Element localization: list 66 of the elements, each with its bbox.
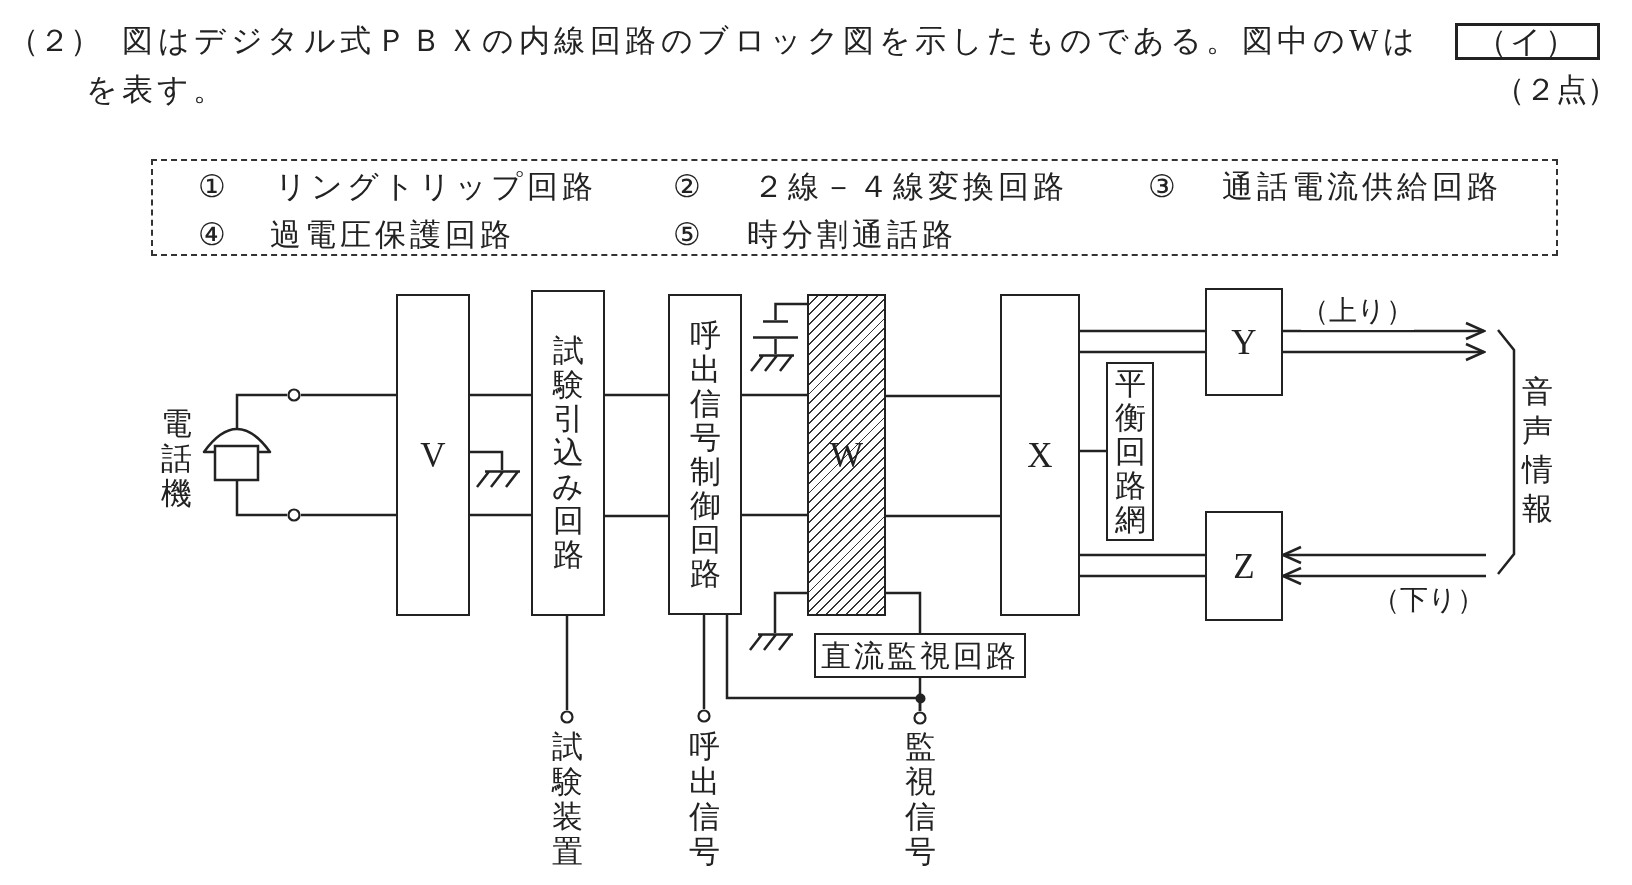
terminal-icon — [913, 711, 927, 725]
connector-line — [565, 616, 569, 710]
connector-line — [886, 394, 1000, 398]
answer-box: （イ） — [1455, 23, 1600, 60]
connector-line — [1080, 574, 1205, 578]
block-box: 試験引込み回路 — [531, 290, 605, 616]
option-text: リングトリップ回路 — [275, 168, 597, 206]
connector-line — [470, 393, 531, 397]
connector-line — [886, 591, 922, 633]
ground-icon — [475, 470, 522, 488]
connector-line — [235, 481, 287, 517]
option-number: ② — [673, 168, 705, 206]
option-panel — [151, 159, 1558, 256]
connector-line — [742, 393, 807, 397]
connector-line — [301, 513, 396, 517]
connector-line — [1080, 553, 1205, 557]
connector-line — [774, 339, 777, 354]
block-box: 呼出信号制御回路 — [668, 294, 742, 615]
bracket-label: 音声情報 — [1520, 373, 1554, 528]
connector-line — [918, 678, 922, 711]
connector-line — [605, 514, 668, 518]
connector-line — [702, 615, 706, 709]
terminal-icon — [560, 710, 574, 724]
option-number: ④ — [198, 216, 230, 254]
question-text: 図はデジタル式ＰＢＸの内線回路のブロック図を示したものである。図中のWは — [122, 22, 1420, 60]
block-box: V — [396, 294, 470, 616]
connector-line — [886, 514, 1000, 518]
block-box: Z — [1205, 511, 1283, 621]
connector-line — [470, 513, 531, 517]
terminal-icon — [697, 709, 711, 723]
block-box: 直流監視回路 — [814, 633, 1026, 678]
option-text: ２線－４線変換回路 — [753, 168, 1068, 206]
question-number: （２） — [8, 22, 101, 60]
option-text: 時分割通話路 — [747, 216, 957, 254]
connector-line — [1080, 329, 1205, 333]
connector-line — [605, 393, 668, 397]
question-text: を表す。 — [86, 71, 228, 109]
block-box: X — [1000, 294, 1080, 616]
terminal-label: 監視信号 — [903, 729, 937, 869]
capacitor-icon — [752, 320, 799, 339]
connector-line — [742, 513, 807, 517]
arrow — [1283, 321, 1486, 341]
block-box: Y — [1205, 288, 1283, 396]
ground-icon — [748, 633, 795, 651]
option-text: 過電圧保護回路 — [270, 216, 515, 254]
option-number: ③ — [1148, 168, 1180, 206]
ground-icon — [748, 354, 796, 372]
connector-line — [1080, 350, 1205, 354]
terminal-label: 呼出信号 — [687, 729, 721, 869]
option-number: ① — [198, 168, 230, 206]
option-text: 通話電流供給回路 — [1222, 168, 1502, 206]
connector-line — [1080, 449, 1106, 453]
option-number: ⑤ — [673, 216, 705, 254]
connector-line — [774, 302, 807, 320]
connector-line — [470, 450, 504, 470]
connector-line — [235, 393, 287, 428]
block-box: 平衡回路網 — [1106, 362, 1154, 541]
terminal-label: 試験装置 — [550, 729, 584, 869]
telephone-icon — [202, 428, 272, 481]
telephone-label: 電話機 — [159, 406, 193, 511]
connector-line — [773, 591, 807, 633]
connector-line — [301, 393, 396, 397]
terminal-icon — [287, 508, 301, 522]
arrow — [1283, 342, 1486, 362]
terminal-icon — [287, 388, 301, 402]
points-label: （２点） — [1494, 71, 1618, 109]
